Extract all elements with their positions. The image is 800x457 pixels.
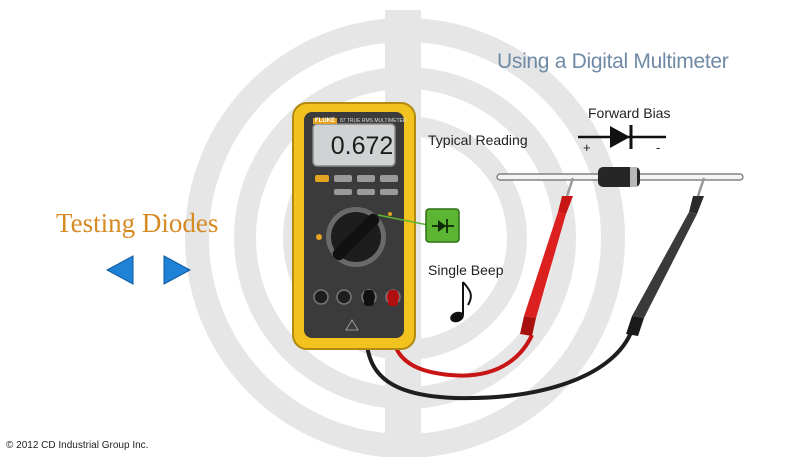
- dial-pointer-line: [377, 214, 429, 226]
- typical-reading-label: Typical Reading: [428, 132, 528, 148]
- meter-reading: 0.672: [330, 132, 394, 160]
- triangle-left-icon: [105, 255, 134, 285]
- anode-plus-sign: +: [583, 140, 591, 155]
- forward-bias-label: Forward Bias: [588, 105, 671, 121]
- meter-model: 87 TRUE RMS MULTIMETER: [340, 118, 407, 124]
- single-beep-label: Single Beep: [428, 262, 504, 278]
- red-probe[interactable]: [520, 177, 575, 336]
- triangle-right-icon: [163, 255, 192, 285]
- forward-bias-diode-symbol: [578, 125, 666, 149]
- music-note-icon: [450, 281, 472, 323]
- yellow-button: [315, 175, 329, 182]
- cathode-minus-sign: -: [656, 140, 661, 155]
- diode-component: [496, 167, 744, 187]
- black-probe[interactable]: [626, 177, 706, 336]
- next-button[interactable]: [160, 253, 194, 287]
- lesson-topic: Testing Diodes: [56, 208, 219, 238]
- digital-multimeter: [292, 102, 416, 350]
- black-test-lead: [364, 303, 634, 401]
- lcd-display: [312, 123, 396, 167]
- previous-button[interactable]: [103, 253, 137, 287]
- copyright-notice: © 2012 CD Industrial Group Inc.: [6, 440, 149, 451]
- page-title: Using a Digital Multimeter: [497, 50, 729, 73]
- diode-symbol-icon: [432, 219, 454, 233]
- meter-brand: FLUKE: [313, 118, 337, 124]
- diode-mode-indicator: [425, 208, 460, 243]
